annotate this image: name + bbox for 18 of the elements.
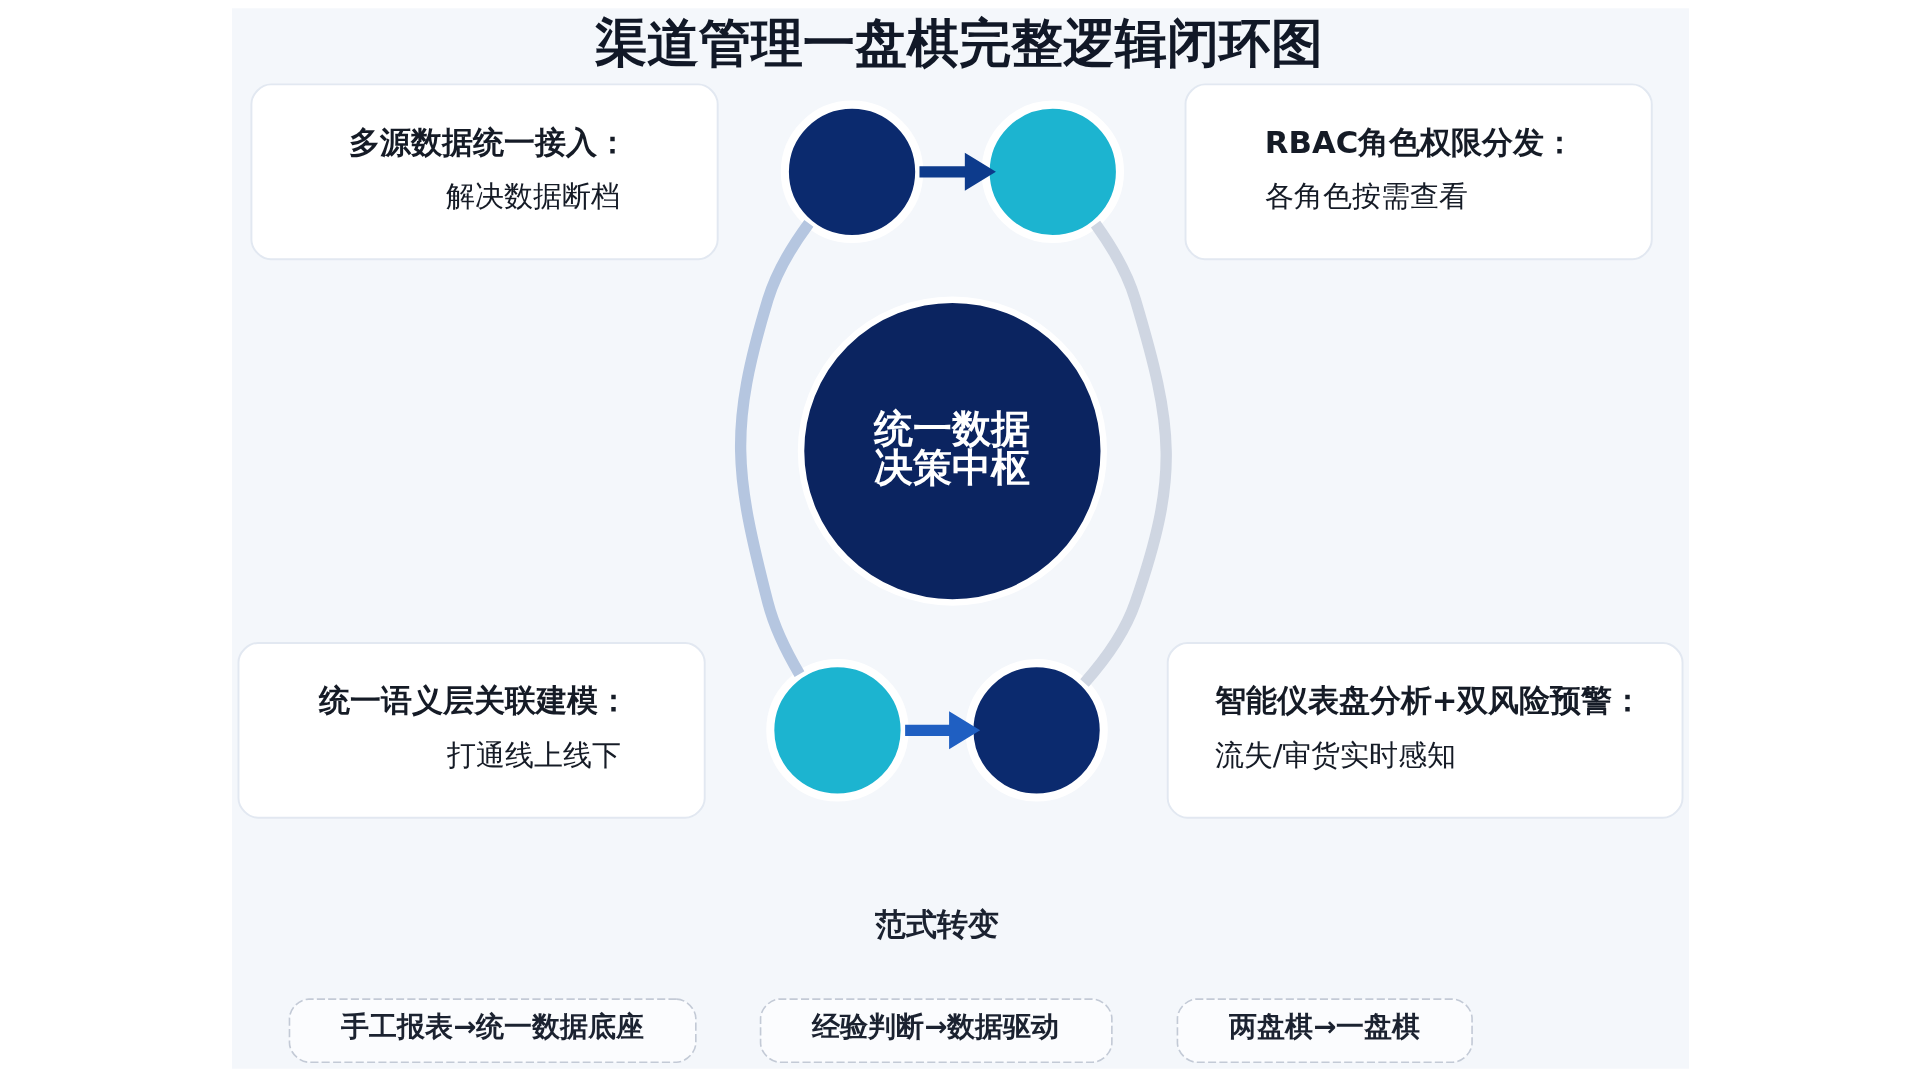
node-box: 智能仪表盘分析+双风险预警： 流失/审货实时感知	[1166, 641, 1683, 819]
node-box: 两盘棋→一盘棋	[1176, 998, 1473, 1063]
node-circle: 统一数据决策中枢	[797, 296, 1107, 606]
node-box: RBAC角色权限分发： 各角色按需查看	[1184, 83, 1653, 261]
node-box: 经验判断→数据驱动	[759, 998, 1113, 1063]
node-circle	[964, 659, 1108, 802]
diagram-title: 渠道管理一盘棋完整逻辑闭环图	[594, 13, 1323, 74]
node-circle	[780, 100, 923, 244]
node-circle	[765, 659, 909, 802]
node-box: 多源数据统一接入： 解决数据断档	[249, 83, 719, 261]
node-circle	[981, 100, 1124, 244]
arrow	[919, 152, 996, 191]
connector	[1079, 220, 1172, 687]
connector	[734, 220, 813, 677]
arrow	[904, 711, 980, 750]
node-box: 手工报表→统一数据底座	[288, 998, 697, 1063]
node-box: 统一语义层关联建模： 打通线上线下	[237, 641, 706, 819]
label: 范式转变	[874, 906, 999, 943]
